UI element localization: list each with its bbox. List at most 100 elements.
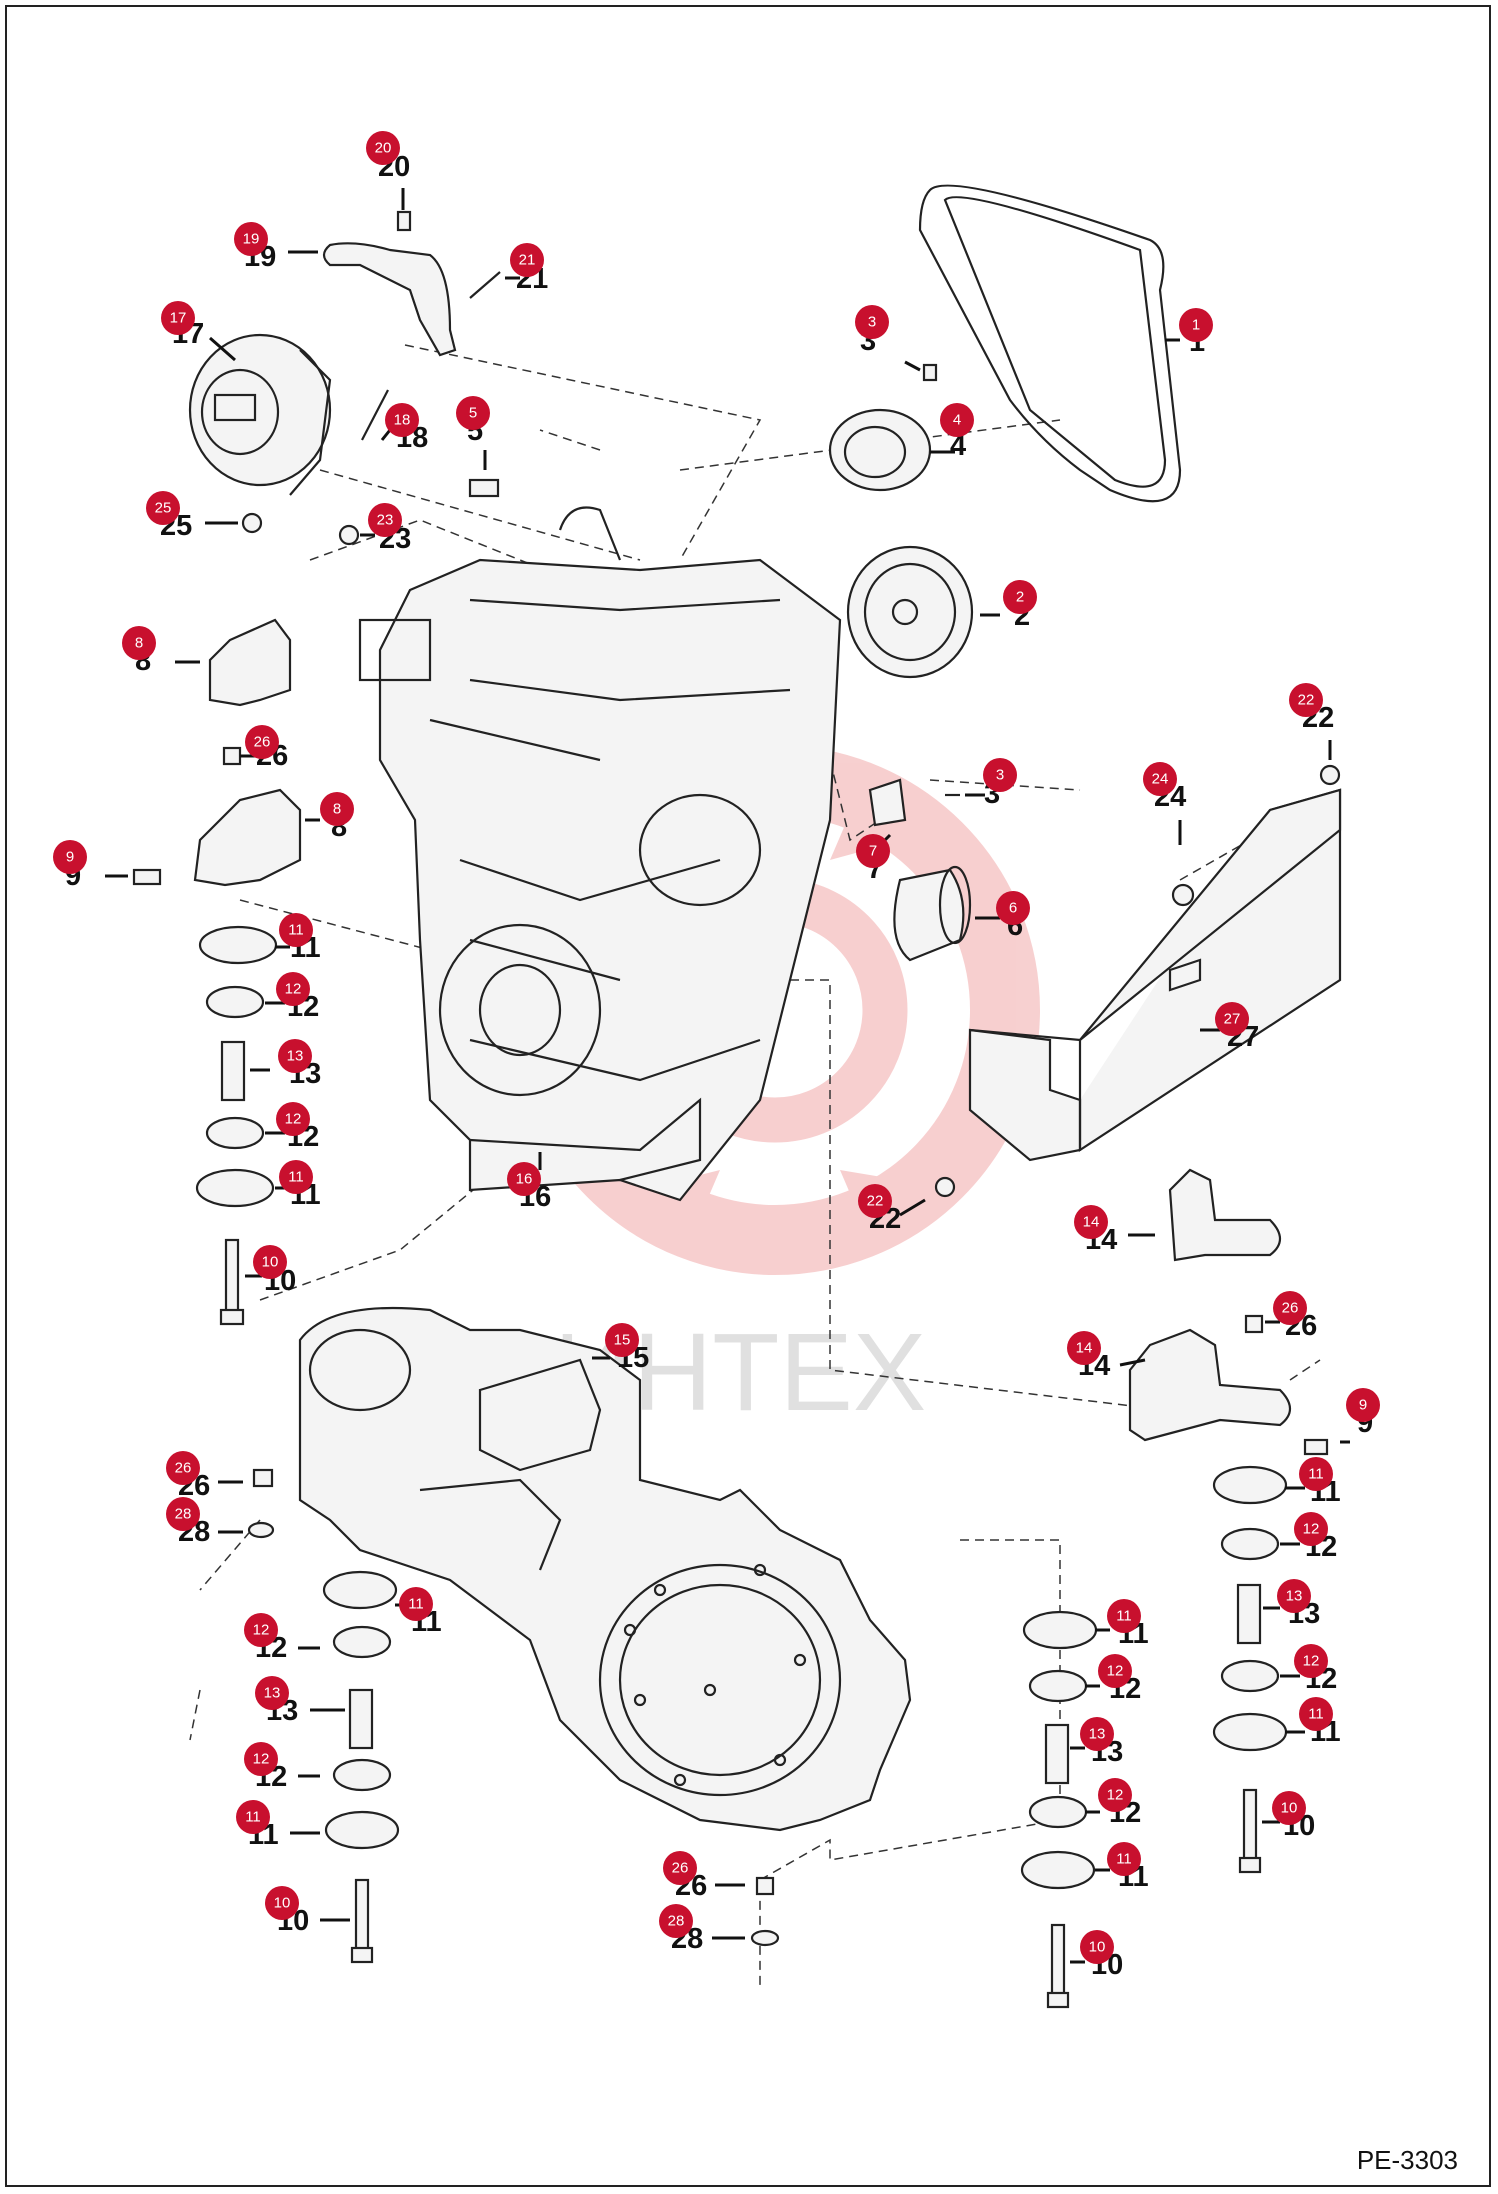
drive-belt [918,184,1182,503]
flywheel-housing [298,1306,912,1832]
callout-badge-number: 13 [264,1685,281,1702]
callout-badge [1289,683,1323,717]
callout-badge-number: 10 [1089,1939,1106,1956]
callout-badge [320,792,354,826]
callout-badge [1098,1654,1132,1688]
callout-badge-number: 14 [1083,1214,1100,1231]
callout-badge-number: 19 [243,231,260,248]
diagram-frame [5,5,1491,2187]
callout-2: 22 [980,580,1037,632]
callout-badge-number: 3 [996,767,1004,784]
callout-badge [265,1886,299,1920]
callout-badge [858,1184,892,1218]
callout-badge-number: 8 [135,635,143,652]
callout-badge [663,1851,697,1885]
callout-1: 11 [1165,308,1213,358]
bolt-20 [396,210,412,232]
callout-badge [146,491,180,525]
bolt-21 [469,271,501,299]
callout-badge [245,725,279,759]
leader-line [209,336,236,362]
callout-badge-number: 20 [375,140,392,157]
callout-badge [1143,762,1177,796]
callout-badge-number: 13 [1089,1726,1106,1743]
leader-line [899,1198,926,1217]
callout-badge [1067,1331,1101,1365]
callout-badge [1294,1644,1328,1678]
callout-badge [1272,1791,1306,1825]
callout-badge [279,1160,313,1194]
callout-badge [1179,308,1213,342]
callout-badge-number: 10 [274,1895,291,1912]
bolt-22-lower [934,1176,956,1198]
callout-badge-number: 26 [175,1460,192,1477]
housing-studs [623,1563,807,1787]
callout-badge [253,1245,287,1279]
bolt-3-top [922,363,938,382]
callout-badge-number: 12 [253,1622,270,1639]
callout-8: 88 [305,792,354,843]
callout-badge-number: 11 [288,1169,304,1186]
frame-rail [968,788,1342,1162]
callout-badge [510,243,544,277]
callout-badge [1215,1002,1249,1036]
callout-badge [385,403,419,437]
callout-badge-number: 26 [672,1860,689,1877]
callout-badge-number: 18 [394,412,411,429]
callout-badge [53,840,87,874]
callout-badge-number: 4 [953,412,961,429]
callout-badge [1277,1579,1311,1613]
callout-badge [122,626,156,660]
bolt-18 [361,389,389,441]
nut-26-lower-mid [755,1876,775,1896]
callout-badge [244,1742,278,1776]
callout-badge [161,301,195,335]
callout-badge [1003,580,1037,614]
document-code: PE-3303 [1356,2145,1458,2175]
callout-badge-number: 14 [1076,1340,1093,1357]
callout-badge [1098,1778,1132,1812]
callout-badge [366,131,400,165]
callout-badge-number: 12 [1107,1787,1124,1804]
crank-pulley [846,545,974,679]
callout-badge-number: 25 [155,500,172,517]
leader-line [904,360,921,372]
callout-badge-number: 15 [614,1332,631,1349]
bracket-7 [868,778,907,827]
callout-badge [983,758,1017,792]
callout-badge-number: 2 [1016,589,1024,606]
callout-badge [368,503,402,537]
callout-7: 77 [856,833,892,885]
callout-badge-number: 23 [377,512,394,529]
callout-badge-number: 13 [1286,1588,1303,1605]
nut-23 [338,524,360,546]
callout-badge [507,1162,541,1196]
nut-26-lower-left [252,1468,274,1488]
